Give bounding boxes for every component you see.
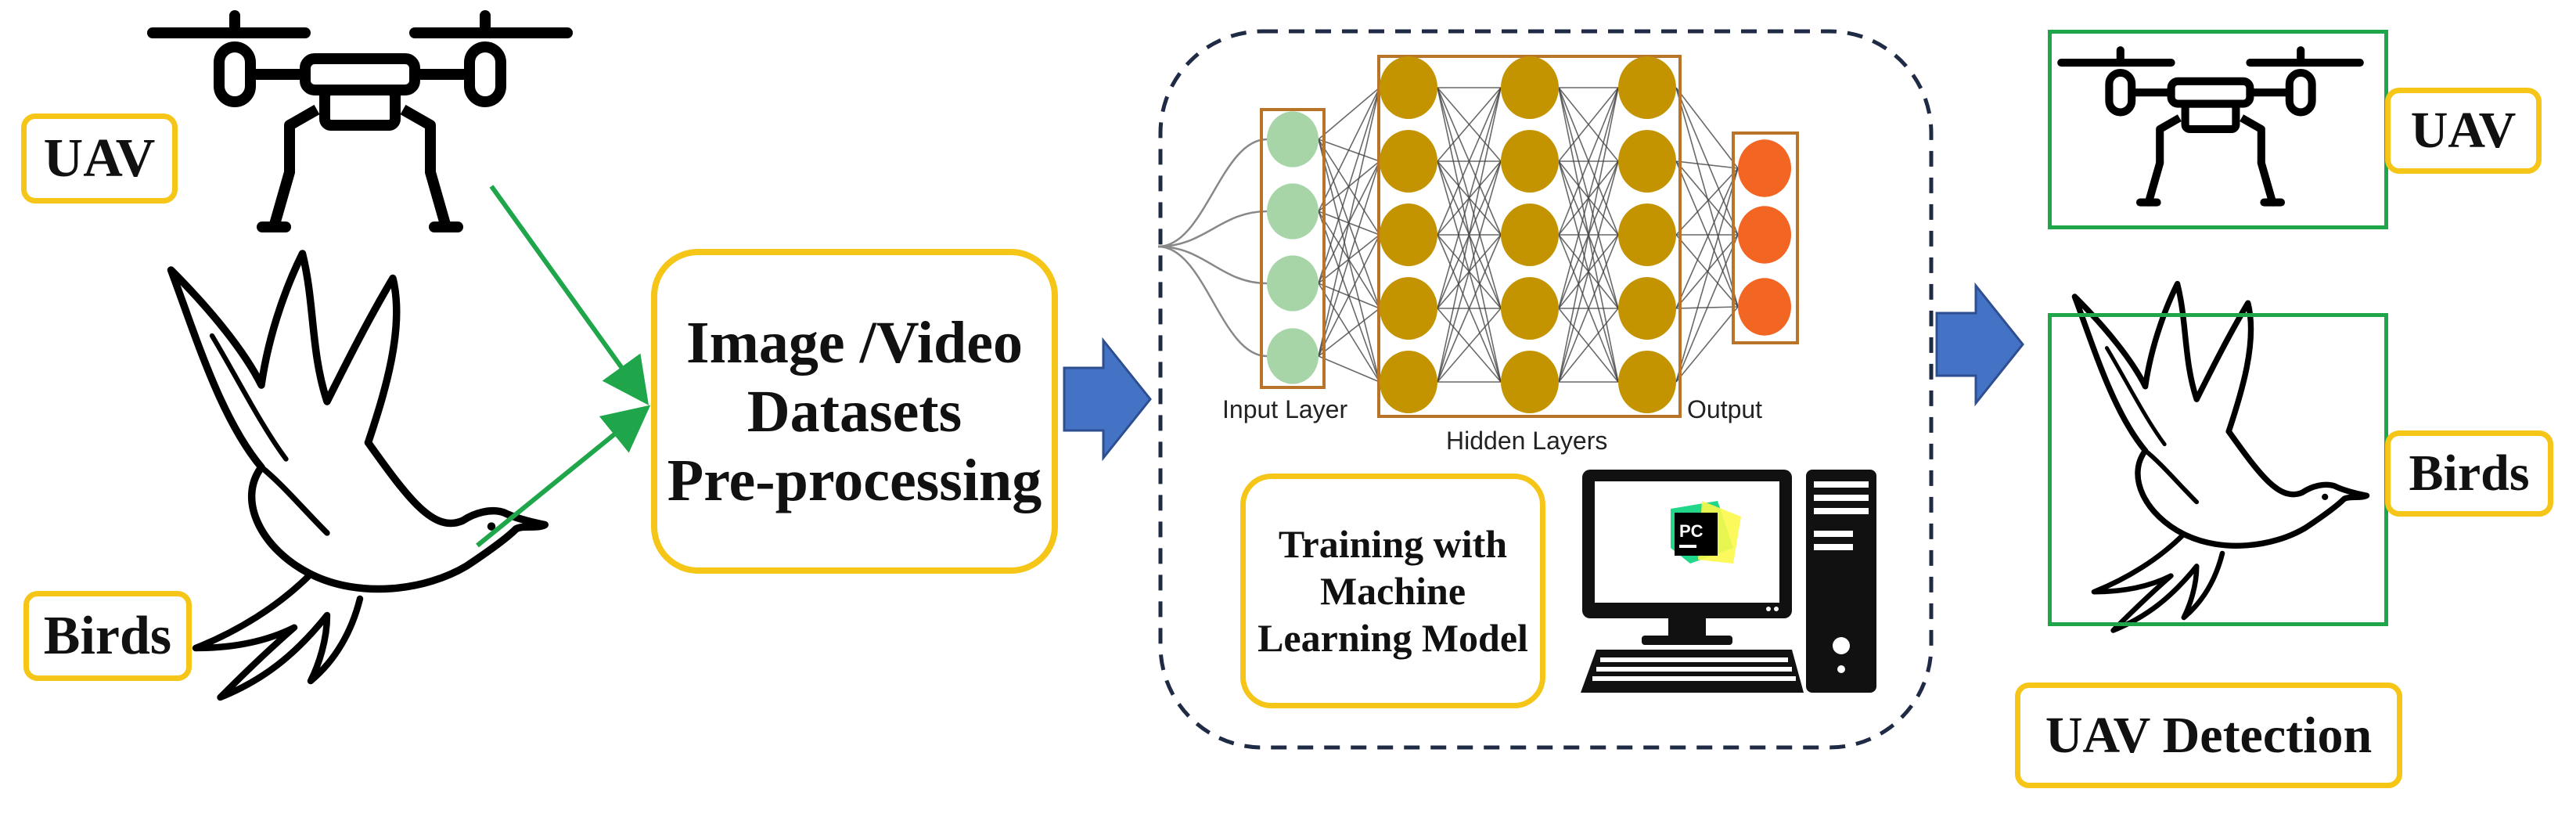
nn-connection: [1318, 234, 1380, 357]
output-node: [1738, 206, 1791, 264]
nn-connection: [1318, 308, 1380, 357]
training-line-3: Learning Model: [1257, 616, 1528, 660]
bird-icon: [171, 254, 545, 697]
hidden-node: [1380, 351, 1437, 413]
hidden-node: [1618, 56, 1676, 119]
hidden-node: [1380, 204, 1437, 266]
nn-connection: [1558, 87, 1619, 309]
nn-connection: [1318, 87, 1380, 140]
nn-connection: [1558, 308, 1619, 383]
uav-input-label: UAV: [21, 113, 178, 204]
nn-connection: [1675, 167, 1739, 309]
hidden-node: [1501, 56, 1559, 119]
nn-connection: [1437, 87, 1502, 162]
input-arrows: [476, 185, 651, 548]
nn-connection: [1675, 234, 1739, 309]
preprocess-line-3: Pre-processing: [667, 447, 1042, 513]
hidden-node: [1380, 277, 1437, 340]
nn-connection: [1675, 160, 1739, 169]
nn-connection: [1318, 87, 1380, 212]
nn-connection: [1675, 167, 1739, 383]
nn-connection: [1318, 160, 1380, 357]
nn-connection: [1558, 87, 1619, 383]
training-line-2: Machine: [1319, 569, 1466, 613]
pycharm-icon: PC: [1671, 501, 1741, 564]
preprocessing-box: Image /Video Datasets Pre-processing: [651, 249, 1058, 574]
nn-connection: [1437, 87, 1502, 236]
nn-connection: [1558, 87, 1619, 236]
input-connection: [1157, 245, 1268, 358]
output-node: [1738, 278, 1791, 336]
nn-connection: [1675, 87, 1739, 169]
nn-connection: [1437, 87, 1502, 383]
pycharm-badge-text: PC: [1679, 521, 1704, 541]
hidden-layers-frame: [1377, 55, 1682, 418]
nn-connection: [1675, 160, 1739, 308]
hidden-node: [1501, 277, 1559, 340]
output-node-frame: [1732, 131, 1799, 344]
hidden-node: [1618, 204, 1676, 266]
nn-connection: [1675, 306, 1739, 383]
nn-connection: [1318, 355, 1380, 383]
neural-network-diagram: [1157, 55, 1799, 418]
input-connection: [1157, 138, 1268, 248]
nn-connection: [1675, 87, 1739, 236]
input-connection: [1157, 210, 1268, 248]
hidden-node: [1618, 277, 1676, 340]
drone-icon: [153, 16, 567, 227]
uav-detection-box: [2048, 30, 2388, 229]
input-node: [1267, 255, 1319, 312]
input-node: [1267, 183, 1319, 240]
nn-connection: [1558, 234, 1619, 383]
preprocess-line-2: Datasets: [747, 378, 962, 445]
hidden-node: [1618, 351, 1676, 413]
bird-detection-box: [2048, 313, 2388, 626]
hidden-node: [1501, 204, 1559, 266]
input-layer-label: Input Layer: [1222, 395, 1348, 423]
computer-icon: [1581, 470, 1876, 693]
hidden-node: [1501, 130, 1559, 193]
output-layer-label: Output: [1687, 395, 1763, 423]
model-container: [1158, 29, 1934, 750]
hidden-layers-label: Hidden Layers: [1446, 427, 1608, 455]
uav-detection-label: UAV Detection: [2015, 683, 2402, 788]
birds-to-preprocess-arrow: [476, 405, 651, 548]
nn-connection: [1437, 308, 1502, 383]
hidden-node: [1380, 56, 1437, 119]
training-line-1: Training with: [1278, 522, 1508, 566]
nn-connection: [1675, 167, 1739, 236]
nn-connection: [1318, 87, 1380, 357]
input-node: [1267, 328, 1319, 384]
preprocess-line-1: Image /Video: [686, 309, 1023, 376]
uav-output-label: UAV: [2385, 88, 2542, 174]
uav-to-preprocess-arrow: [489, 185, 649, 405]
nn-connection: [1675, 234, 1739, 383]
hidden-node: [1380, 130, 1437, 193]
output-node: [1738, 139, 1791, 197]
model-to-detection-arrow: [1935, 282, 2024, 407]
nn-connection: [1437, 160, 1502, 383]
hidden-node: [1618, 130, 1676, 193]
nn-connection: [1558, 87, 1619, 162]
input-node-frame: [1260, 108, 1326, 389]
input-node: [1267, 111, 1319, 167]
nn-connection: [1318, 87, 1380, 284]
training-model-box: Training with Machine Learning Model: [1240, 474, 1545, 708]
nn-connection: [1558, 160, 1619, 383]
birds-input-label: Birds: [23, 591, 192, 681]
hidden-node: [1501, 351, 1559, 413]
nn-connection: [1437, 234, 1502, 383]
nn-connection: [1675, 160, 1739, 236]
birds-output-label: Birds: [2385, 430, 2553, 517]
preprocess-to-model-arrow: [1063, 337, 1152, 462]
nn-connection: [1437, 87, 1502, 309]
input-connection: [1157, 245, 1268, 285]
